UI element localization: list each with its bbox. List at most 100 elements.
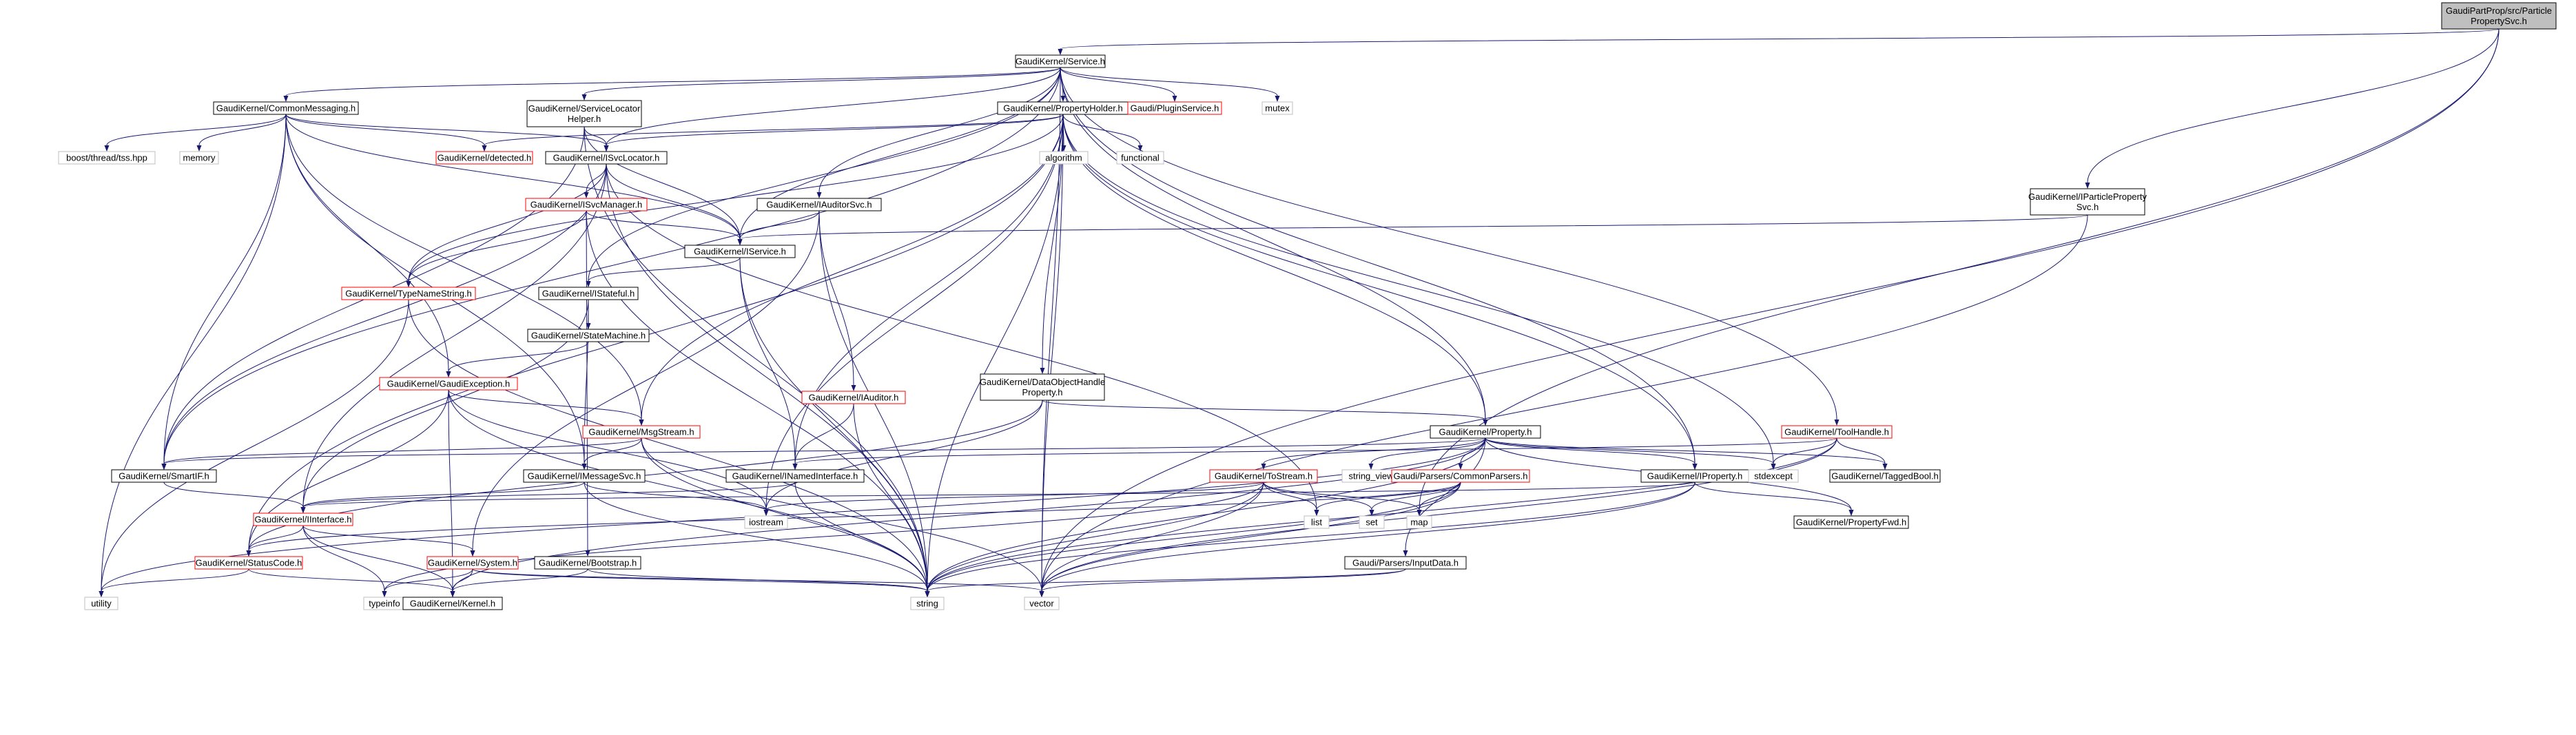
- node-commonmsg[interactable]: GaudiKernel/CommonMessaging.h: [213, 101, 359, 115]
- node-algorithm[interactable]: algorithm: [1039, 151, 1089, 165]
- edge-line-60: [586, 210, 741, 240]
- node-box-isvcmanager: [525, 198, 648, 211]
- node-vector[interactable]: vector: [1024, 597, 1060, 610]
- node-list[interactable]: list: [1304, 515, 1330, 529]
- edge-line-47: [408, 114, 1064, 282]
- edge-line-37: [1062, 114, 1141, 146]
- node-tostream[interactable]: GaudiKernel/ToStream.h: [1209, 469, 1318, 483]
- node-box-string: [910, 597, 945, 610]
- edge-line-49: [408, 163, 607, 282]
- node-label-msgstream: GaudiKernel/MsgStream.h: [588, 427, 694, 437]
- edge-msgstream-to-imessagesvc: [581, 437, 642, 470]
- node-iostream[interactable]: iostream: [744, 515, 788, 529]
- edge-statemachine-to-gaudiexception: [446, 341, 589, 377]
- node-box-system: [426, 556, 519, 570]
- node-kernel[interactable]: GaudiKernel/Kernel.h: [402, 597, 503, 610]
- node-label-string: string: [916, 599, 938, 609]
- node-isvclocator[interactable]: GaudiKernel/ISvcLocator.h: [545, 151, 668, 165]
- node-istateful[interactable]: GaudiKernel/IStateful.h: [538, 287, 639, 300]
- edge-line-117: [1316, 482, 1461, 510]
- edge-arrowhead-42: [1040, 368, 1045, 374]
- node-memory[interactable]: memory: [179, 151, 219, 165]
- edge-arrowhead-50: [584, 192, 589, 198]
- node-map[interactable]: map: [1406, 515, 1432, 529]
- node-iauditor[interactable]: GaudiKernel/IAuditor.h: [801, 391, 906, 404]
- node-functional[interactable]: functional: [1116, 151, 1164, 165]
- node-label-imessagesvc: GaudiKernel/IMessageSvc.h: [528, 471, 641, 482]
- node-iservice[interactable]: GaudiKernel/IService.h: [684, 245, 796, 258]
- edge-propholder-to-statuscode: [246, 114, 1064, 557]
- node-label-isvcmanager: GaudiKernel/ISvcManager.h: [530, 200, 643, 210]
- node-smartif[interactable]: GaudiKernel/SmartIF.h: [111, 469, 217, 483]
- node-gaudiexception[interactable]: GaudiKernel/GaudiException.h: [379, 377, 518, 391]
- edge-arrowhead-132: [99, 591, 104, 597]
- edge-arrowhead-110: [763, 510, 769, 516]
- edge-line-9: [606, 67, 1061, 146]
- node-typenamestring[interactable]: GaudiKernel/TypeNameString.h: [341, 287, 476, 300]
- node-label-service: GaudiKernel/Service.h: [1016, 56, 1105, 67]
- node-commonparsers[interactable]: Gaudi/Parsers/CommonParsers.h: [1391, 469, 1530, 483]
- edge-arrowhead-140: [1039, 591, 1044, 597]
- node-detected[interactable]: GaudiKernel/detected.h: [435, 151, 533, 165]
- node-label-propholder: GaudiKernel/PropertyHolder.h: [1003, 103, 1122, 114]
- node-inputdata[interactable]: Gaudi/Parsers/InputData.h: [1344, 556, 1467, 570]
- edge-line-109: [584, 482, 928, 592]
- node-propholder[interactable]: GaudiKernel/PropertyHolder.h: [997, 101, 1129, 115]
- node-label-toolhandle: GaudiKernel/ToolHandle.h: [1784, 427, 1889, 437]
- node-boostthread[interactable]: boost/thread/tss.hpp: [58, 151, 156, 165]
- node-string[interactable]: string: [910, 597, 945, 610]
- node-label-dataobjhandle: Property.h: [1022, 387, 1062, 397]
- node-statuscode[interactable]: GaudiKernel/StatusCode.h: [194, 556, 303, 570]
- edge-isvclocator-to-list: [606, 163, 1319, 516]
- edge-service-to-commonmsg: [283, 67, 1061, 102]
- edge-commonparsers-to-set: [1369, 482, 1461, 516]
- node-property[interactable]: GaudiKernel/Property.h: [1430, 425, 1541, 439]
- node-label-ipps: GaudiKernel/IParticleProperty: [2028, 191, 2147, 202]
- node-imessagesvc[interactable]: GaudiKernel/IMessageSvc.h: [523, 469, 646, 483]
- node-iinterface[interactable]: GaudiKernel/IInterface.h: [253, 513, 353, 526]
- node-utility[interactable]: utility: [84, 597, 119, 610]
- node-stdexcept[interactable]: stdexcept: [1748, 469, 1799, 483]
- edge-line-8: [1060, 67, 1278, 96]
- node-bootstrap[interactable]: GaudiKernel/Bootstrap.h: [534, 556, 641, 570]
- node-statemachine[interactable]: GaudiKernel/StateMachine.h: [527, 329, 650, 342]
- node-label-iostream: iostream: [749, 517, 783, 528]
- node-label-propertyfwd: GaudiKernel/PropertyFwd.h: [1796, 517, 1906, 528]
- node-propertyfwd[interactable]: GaudiKernel/PropertyFwd.h: [1793, 515, 1909, 529]
- edge-line-50: [586, 163, 607, 193]
- node-box-imessagesvc: [523, 469, 646, 483]
- node-string_view[interactable]: string_view: [1341, 469, 1401, 483]
- edge-commonparsers-to-vector: [1039, 482, 1461, 597]
- edge-system-to-vector: [472, 568, 1044, 597]
- node-taggedbool[interactable]: GaudiKernel/TaggedBool.h: [1829, 469, 1941, 483]
- node-isvcmanager[interactable]: GaudiKernel/ISvcManager.h: [525, 198, 648, 211]
- edge-line-48: [248, 114, 1064, 551]
- node-msgstream[interactable]: GaudiKernel/MsgStream.h: [582, 425, 701, 439]
- node-iauditorsvc[interactable]: GaudiKernel/IAuditorSvc.h: [756, 198, 882, 211]
- node-toolhandle[interactable]: GaudiKernel/ToolHandle.h: [1781, 425, 1893, 439]
- node-service[interactable]: GaudiKernel/Service.h: [1015, 54, 1106, 68]
- edge-arrowhead-75: [639, 420, 644, 426]
- node-inamed[interactable]: GaudiKernel/INamedInterface.h: [725, 469, 865, 483]
- node-system[interactable]: GaudiKernel/System.h: [426, 556, 519, 570]
- node-typeinfo[interactable]: typeinfo: [363, 597, 406, 610]
- node-iproperty[interactable]: GaudiKernel/IProperty.h: [1640, 469, 1749, 483]
- edge-ipps-to-iservice: [737, 214, 2088, 245]
- edge-service-to-mutex: [1060, 67, 1280, 102]
- node-label-taggedbool: GaudiKernel/TaggedBool.h: [1831, 471, 1938, 482]
- node-label-commonmsg: GaudiKernel/CommonMessaging.h: [216, 103, 356, 114]
- edge-line-83: [1773, 437, 1837, 464]
- node-pluginsvc[interactable]: Gaudi/PluginService.h: [1127, 101, 1222, 115]
- node-box-typenamestring: [341, 287, 476, 300]
- edge-statuscode-to-utility: [99, 568, 249, 597]
- edge-line-115: [1041, 482, 1264, 592]
- node-mutex[interactable]: mutex: [1261, 101, 1293, 115]
- node-set[interactable]: set: [1359, 515, 1385, 529]
- node-box-map: [1406, 515, 1432, 529]
- node-box-boostthread: [58, 151, 156, 165]
- node-box-taggedbool: [1829, 469, 1941, 483]
